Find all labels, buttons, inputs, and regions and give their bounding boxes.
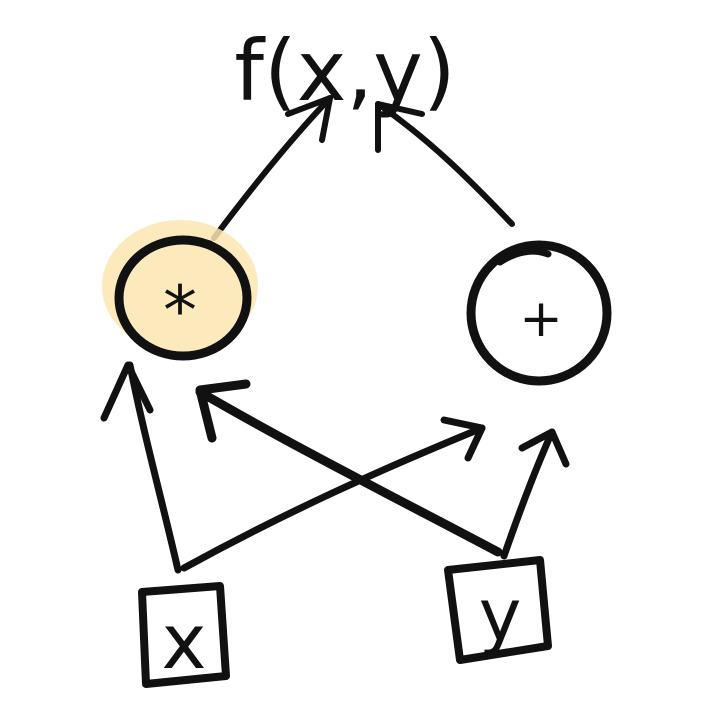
arrow-y-to-multiply xyxy=(195,379,503,557)
arrow-x-to-add xyxy=(180,416,486,572)
multiply-node: * xyxy=(102,220,258,361)
add-symbol: + xyxy=(519,289,563,349)
arrow-multiply-to-output xyxy=(211,95,333,241)
output-label-text: f(x,y) xyxy=(234,22,455,120)
input-y-label: y xyxy=(479,573,522,657)
input-y-node: y xyxy=(444,556,552,664)
arrow-x-to-multiply xyxy=(100,361,182,574)
arrow-add-to-output xyxy=(375,101,515,227)
arrow-y-to-add xyxy=(500,428,570,560)
input-x-node: x xyxy=(138,582,230,688)
input-x-label: x xyxy=(162,597,207,686)
output-label: f(x,y) xyxy=(234,22,455,120)
add-node: + xyxy=(466,240,612,386)
multiply-symbol: * xyxy=(163,272,197,351)
